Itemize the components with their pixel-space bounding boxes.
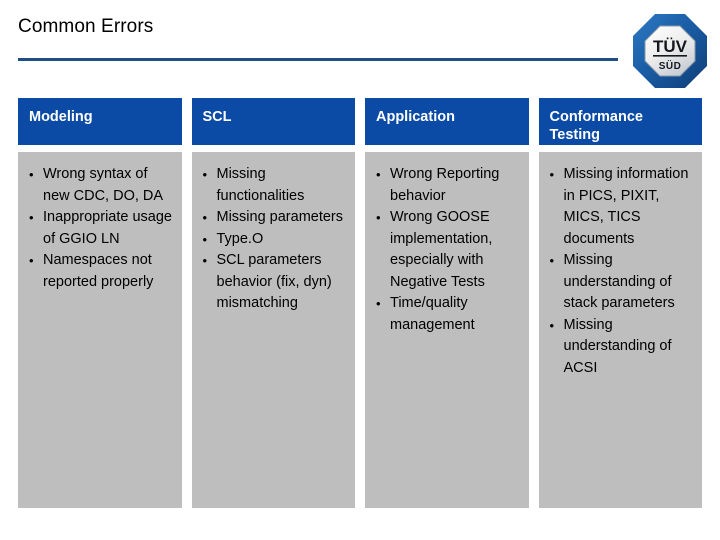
list-item: Time/quality management — [374, 293, 521, 336]
list-item: Missing information in PICS, PIXIT, MICS… — [548, 164, 695, 250]
table-column-conformance-testing: Conformance Testing Missing information … — [538, 98, 702, 508]
bullet-list: Missing functionalities Missing paramete… — [201, 164, 348, 315]
column-header-conformance-testing: Conformance Testing — [538, 98, 702, 145]
page-title: Common Errors — [18, 16, 154, 37]
title-divider — [18, 58, 618, 61]
list-item: Missing understanding of ACSI — [548, 315, 695, 380]
table-column-modeling: Modeling Wrong syntax of new CDC, DO, DA… — [18, 98, 182, 508]
list-item: Inappropriate usage of GGIO LN — [27, 207, 174, 250]
column-header-line: Conformance — [549, 109, 643, 125]
list-item: Missing parameters — [201, 207, 348, 229]
column-body-scl: Missing functionalities Missing paramete… — [191, 152, 355, 508]
column-header-line: Modeling — [29, 109, 93, 125]
list-item: Namespaces not reported properly — [27, 250, 174, 293]
list-item: Wrong syntax of new CDC, DO, DA — [27, 164, 174, 207]
column-header-modeling: Modeling — [18, 98, 182, 145]
tuv-sud-logo: TÜV SÜD — [631, 12, 709, 90]
list-item: Missing understanding of stack parameter… — [548, 250, 695, 315]
tuv-sud-logo-line2: SÜD — [659, 59, 682, 72]
bullet-list: Missing information in PICS, PIXIT, MICS… — [548, 164, 695, 379]
table-column-application: Application Wrong Reporting behavior Wro… — [365, 98, 529, 508]
list-item: Missing functionalities — [201, 164, 348, 207]
list-item: Wrong Reporting behavior — [374, 164, 521, 207]
bullet-list: Wrong Reporting behavior Wrong GOOSE imp… — [374, 164, 521, 336]
column-body-modeling: Wrong syntax of new CDC, DO, DA Inapprop… — [18, 152, 182, 508]
tuv-sud-logo-line1: TÜV — [653, 37, 688, 56]
table-column-scl: SCL Missing functionalities Missing para… — [191, 98, 355, 508]
column-body-conformance-testing: Missing information in PICS, PIXIT, MICS… — [538, 152, 702, 508]
tuv-sud-logo-icon: TÜV SÜD — [633, 14, 707, 88]
list-item: Type.O — [201, 229, 348, 251]
column-body-application: Wrong Reporting behavior Wrong GOOSE imp… — [365, 152, 529, 508]
column-header-line: Testing — [549, 127, 600, 143]
column-header-application: Application — [365, 98, 529, 145]
column-header-scl: SCL — [191, 98, 355, 145]
list-item: SCL parameters behavior (fix, dyn) misma… — [201, 250, 348, 315]
bullet-list: Wrong syntax of new CDC, DO, DA Inapprop… — [27, 164, 174, 293]
column-header-line: Application — [376, 109, 455, 125]
list-item: Wrong GOOSE implementation, especially w… — [374, 207, 521, 293]
column-header-line: SCL — [202, 109, 232, 125]
errors-table: Modeling Wrong syntax of new CDC, DO, DA… — [18, 98, 702, 508]
